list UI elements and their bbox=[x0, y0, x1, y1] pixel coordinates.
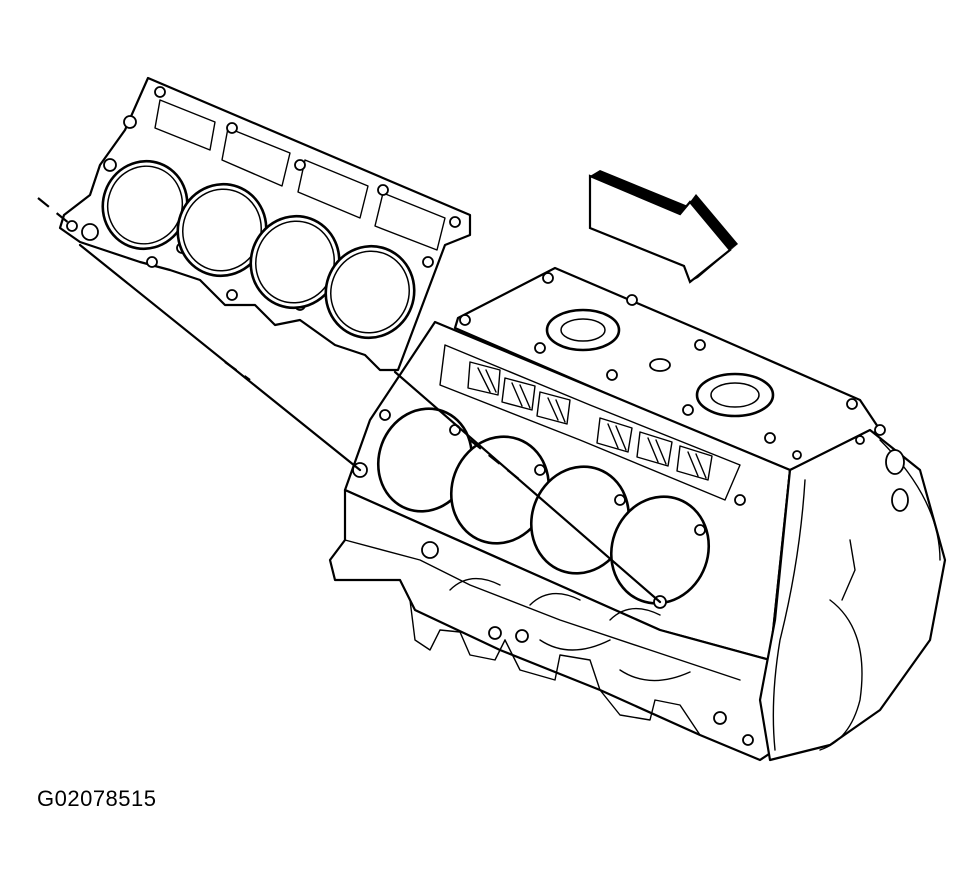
lifter-row-rear bbox=[596, 417, 713, 481]
front-direction-arrow-icon bbox=[588, 170, 738, 284]
lifter-row-front bbox=[467, 361, 571, 425]
cylinder-head-gasket bbox=[58, 76, 472, 372]
gasket-cylinder-bores bbox=[101, 159, 416, 340]
engine-block bbox=[328, 266, 947, 762]
figure-id-label: G02078515 bbox=[37, 786, 157, 811]
block-cylinder-bores bbox=[376, 407, 711, 605]
alignment-lines bbox=[37, 197, 662, 604]
